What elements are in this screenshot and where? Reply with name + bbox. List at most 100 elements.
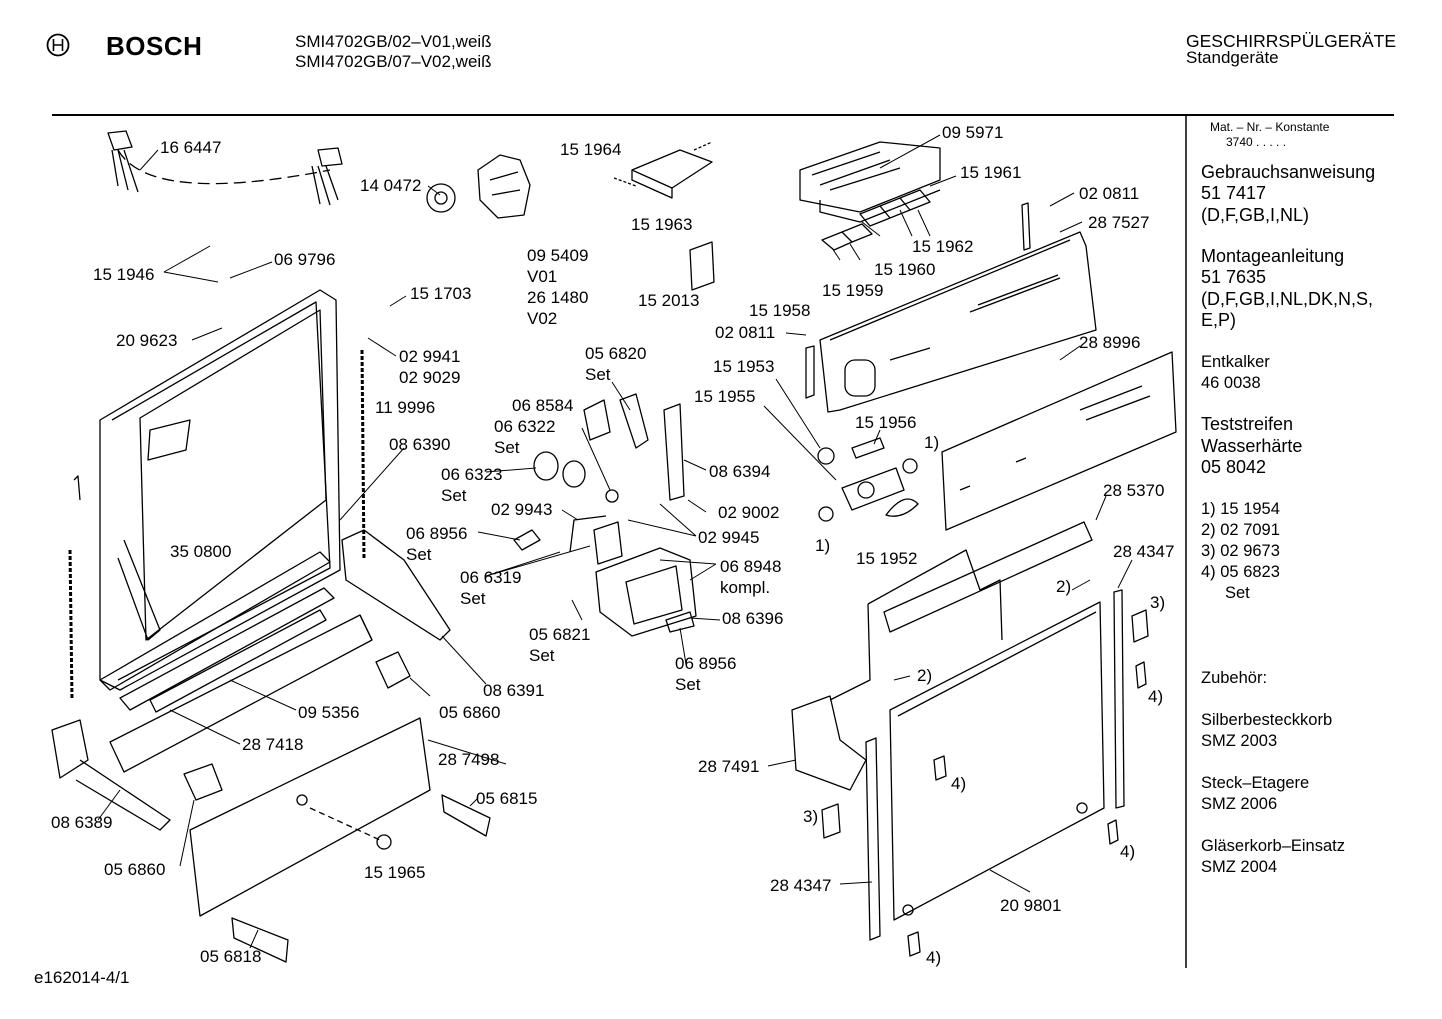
part-label: 06 6319 (460, 568, 522, 587)
note-4-set: Set (1225, 584, 1250, 602)
part-label: 05 6860 (439, 703, 501, 722)
rail-bottom (231, 917, 289, 963)
part-label: 15 1955 (694, 387, 756, 406)
accessory-2-number: SMZ 2006 (1201, 795, 1278, 813)
part-label: 02 9943 (491, 500, 553, 519)
part-label: Set (494, 438, 520, 457)
part-label: Set (460, 589, 486, 608)
part-label: 1) (924, 433, 940, 452)
spring (360, 349, 366, 561)
part-label: 08 6394 (709, 462, 771, 481)
switch-cover (613, 141, 713, 199)
part-label: 14 0472 (360, 176, 422, 195)
part-label: 4) (1120, 842, 1136, 861)
part-label: 28 7491 (698, 757, 760, 776)
timer-module (426, 154, 531, 219)
small-bracket (689, 241, 715, 291)
note-2: 2) 02 7091 (1201, 521, 1280, 539)
part-label: 06 8956 (406, 524, 468, 543)
side-tab (805, 345, 815, 399)
part-label: 15 1952 (856, 549, 918, 568)
part-label: 20 9801 (1000, 896, 1062, 915)
clip-4-d (907, 931, 921, 957)
cable-harness (107, 130, 343, 206)
part-label: 15 1956 (855, 413, 917, 432)
part-label: Set (529, 646, 555, 665)
part-label: Set (406, 545, 432, 564)
accessories-title: Zubehör: (1201, 669, 1268, 687)
category-title: GESCHIRRSPÜLGERÄTE (1186, 31, 1397, 51)
part-label: 15 1962 (912, 237, 974, 256)
part-label: 08 6391 (483, 681, 545, 700)
part-label: 15 1959 (822, 281, 884, 300)
part-label: 26 1480 (527, 288, 589, 307)
part-label: 28 5370 (1103, 481, 1165, 500)
part-label: 08 6389 (51, 813, 113, 832)
part-label: 15 1958 (749, 301, 811, 320)
bosch-logo-icon (46, 33, 70, 57)
assembly-languages-2: E,P) (1201, 310, 1237, 330)
manual-title: Gebrauchsanweisung (1201, 162, 1376, 182)
part-label: 08 6390 (389, 435, 451, 454)
part-label: 4) (951, 774, 967, 793)
part-label: 20 9623 (116, 331, 178, 350)
hinge-3-right (1131, 609, 1149, 643)
part-label: 15 2013 (638, 291, 700, 310)
part-label: 06 8956 (675, 654, 737, 673)
part-label: 05 6821 (529, 625, 591, 644)
trim-strip (883, 521, 1093, 633)
part-label: 15 1703 (410, 284, 472, 303)
note-3: 3) 02 9673 (1201, 542, 1280, 560)
part-label: 15 1965 (364, 863, 426, 882)
part-label: 09 5409 (527, 246, 589, 265)
accessory-1-name: Silberbesteckkorb (1201, 711, 1333, 729)
note-1: 1) 15 1954 (1201, 500, 1280, 518)
part-label: 06 9796 (274, 250, 336, 269)
test-strips-number: 05 8042 (1201, 457, 1267, 477)
part-label: 02 9002 (718, 503, 780, 522)
block-upper (375, 651, 411, 689)
part-label: Set (585, 365, 611, 384)
accessory-1-number: SMZ 2003 (1201, 732, 1278, 750)
block-lower (183, 763, 223, 801)
kickplate (189, 717, 431, 917)
part-label: 2) (1056, 577, 1072, 596)
part-label: 3) (803, 807, 819, 826)
part-label: V02 (527, 309, 558, 328)
manual-languages: (D,F,GB,I,NL) (1201, 205, 1310, 225)
part-label: kompl. (720, 578, 771, 597)
part-label: 28 8996 (1079, 333, 1141, 352)
part-label: 06 6323 (441, 465, 503, 484)
part-label: 05 6815 (476, 789, 538, 808)
part-label: Set (675, 675, 701, 694)
model-line-1: SMI4702GB/02–V01,weiß (295, 32, 492, 51)
part-label: 05 6860 (104, 860, 166, 879)
accessory-2-name: Steck–Etagere (1201, 774, 1310, 792)
leader-lines (97, 134, 1133, 949)
bracket-right (341, 529, 451, 641)
part-label: 02 0811 (715, 323, 776, 342)
seal-strips (99, 551, 335, 713)
test-strips-title-2: Wasserhärte (1201, 436, 1303, 456)
part-label: 02 9029 (399, 368, 461, 387)
part-label: 15 1960 (874, 260, 936, 279)
part-label: 28 7498 (438, 750, 500, 769)
part-label: 09 5356 (298, 703, 360, 722)
drawing-id: e162014-4/1 (34, 968, 130, 987)
rail-right (441, 794, 491, 837)
control-unit (799, 141, 941, 223)
part-label: 28 7418 (242, 735, 304, 754)
part-label: 15 1961 (960, 163, 1022, 182)
fascia-panel (941, 351, 1177, 531)
note-4: 4) 05 6823 (1201, 563, 1280, 581)
part-label: 15 1964 (560, 140, 622, 159)
part-label: 4) (1148, 687, 1164, 706)
part-label: 06 8584 (512, 396, 574, 415)
side-trim-left (865, 737, 881, 941)
part-label: 06 6322 (494, 417, 556, 436)
clip-4-c (1107, 819, 1119, 845)
part-label: 02 9945 (698, 528, 760, 547)
part-label: 05 6820 (585, 344, 647, 363)
assembly-title: Montageanleitung (1201, 246, 1345, 266)
part-label: 09 5971 (942, 123, 1004, 142)
